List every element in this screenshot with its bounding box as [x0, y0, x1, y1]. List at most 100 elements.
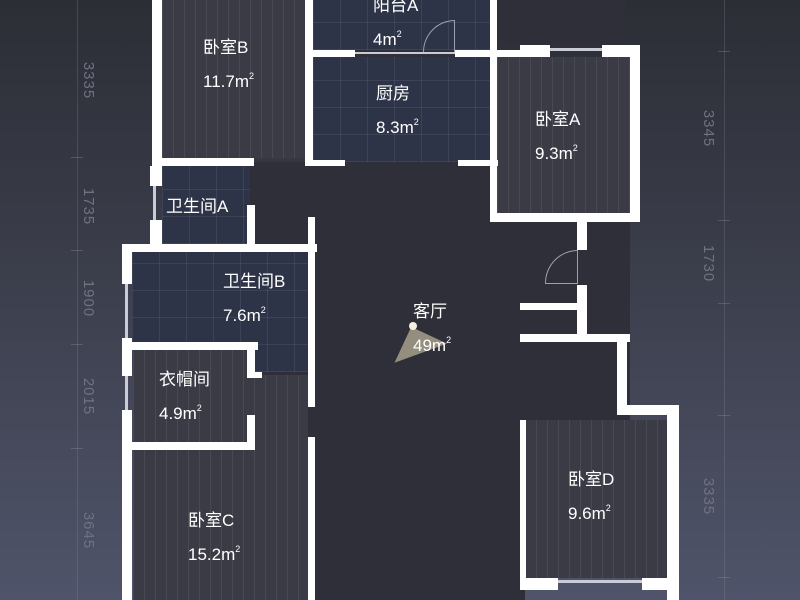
wall	[122, 244, 317, 252]
room-area: 15.2m2	[188, 544, 241, 564]
room-name: 衣帽间	[159, 370, 210, 389]
window	[550, 48, 602, 51]
wall	[617, 334, 627, 412]
room-area: 4.9m2	[159, 403, 202, 423]
room-label-bedroom-d: 卧室D 9.6m2	[568, 470, 614, 524]
wall	[152, 0, 162, 166]
wall	[455, 50, 520, 57]
room-name: 厨房	[376, 84, 410, 103]
room-name: 卧室B	[203, 38, 249, 57]
window	[125, 376, 128, 410]
dimension-label-left-5: 3645	[80, 511, 98, 550]
wall	[490, 0, 497, 57]
dimension-label-right-3: 3335	[700, 477, 718, 516]
window	[125, 284, 128, 338]
living-room-floor-east	[520, 215, 630, 420]
wall	[305, 50, 355, 57]
bedroom-b-floor[interactable]	[162, 0, 305, 158]
kitchen-floor[interactable]	[313, 57, 491, 162]
wall	[150, 166, 162, 186]
room-area: 7.6m2	[223, 305, 266, 325]
room-label-bathroom-b: 卫生间B 7.6m2	[223, 272, 285, 326]
wall	[458, 160, 498, 166]
dimension-label-right-1: 3345	[700, 109, 718, 148]
room-label-bedroom-a: 卧室A 9.3m2	[535, 110, 580, 164]
room-name: 客厅	[413, 302, 447, 321]
wall	[520, 303, 587, 310]
left-dimension-line	[77, 0, 78, 600]
bedroom-a-floor[interactable]	[497, 57, 630, 213]
dimension-label-left-4: 2015	[80, 377, 98, 416]
wall	[122, 410, 132, 600]
wall	[308, 437, 315, 600]
right-dimension-line	[724, 0, 725, 600]
dimension-tick	[71, 250, 83, 251]
room-label-living-room: 客厅 49m2	[413, 302, 451, 356]
corridor-floor-top	[495, 0, 625, 45]
room-name: 卫生间B	[223, 272, 286, 291]
wall	[247, 342, 255, 377]
wall	[617, 405, 679, 415]
wall	[520, 334, 630, 342]
wall	[308, 217, 315, 407]
dimension-label-left-2: 1735	[80, 187, 98, 226]
room-name: 卧室A	[535, 110, 581, 129]
room-label-kitchen: 厨房 8.3m2	[376, 84, 419, 138]
wall	[667, 405, 679, 600]
room-area: 8.3m2	[376, 117, 419, 137]
room-label-cloakroom: 衣帽间 4.9m2	[159, 370, 210, 424]
camera-dot-icon	[409, 322, 417, 330]
dimension-tick	[718, 51, 730, 52]
room-label-balcony-a: 阳台A 4m2	[373, 0, 418, 50]
bedroom-d-floor[interactable]	[525, 420, 667, 578]
wall	[122, 442, 255, 450]
wall	[247, 205, 255, 252]
room-label-bedroom-b: 卧室B 11.7m2	[203, 38, 254, 92]
dimension-tick	[718, 415, 730, 416]
room-area: 49m2	[413, 335, 452, 355]
room-label-bathroom-a: 卫生间A	[166, 197, 228, 217]
window	[558, 580, 642, 583]
wall	[520, 578, 558, 590]
wall	[642, 578, 679, 590]
dimension-label-left-3: 1900	[80, 279, 98, 318]
window	[355, 52, 455, 54]
wall	[247, 415, 255, 450]
wall	[490, 213, 640, 222]
room-area: 9.3m2	[535, 143, 578, 163]
bathroom-a-floor[interactable]	[162, 166, 250, 244]
room-name: 卧室C	[188, 511, 235, 530]
bedroom-c-floor[interactable]	[133, 375, 308, 600]
dimension-label-left-1: 3335	[80, 61, 98, 100]
dimension-label-right-2: 1730	[700, 244, 718, 283]
wall	[305, 0, 313, 166]
wall	[520, 420, 526, 470]
wall	[247, 372, 262, 378]
room-area: 4m2	[373, 29, 402, 49]
wall	[122, 342, 258, 350]
room-label-bedroom-c: 卧室C 15.2m2	[188, 511, 240, 565]
room-name: 卫生间A	[166, 197, 229, 216]
wall	[577, 285, 587, 335]
wall	[630, 45, 640, 222]
room-name: 阳台A	[373, 0, 419, 15]
wall	[520, 45, 550, 57]
dimension-tick	[718, 220, 730, 221]
dimension-tick	[71, 344, 83, 345]
wall	[122, 244, 132, 284]
dimension-tick	[71, 157, 83, 158]
dimension-tick	[71, 448, 83, 449]
wall	[490, 57, 497, 222]
dimension-tick	[718, 577, 730, 578]
wall	[122, 338, 132, 376]
wall	[520, 470, 526, 580]
room-area: 11.7m2	[203, 71, 255, 91]
wall	[305, 160, 345, 166]
room-name: 卧室D	[568, 470, 615, 489]
room-area: 9.6m2	[568, 503, 611, 523]
dimension-tick	[718, 303, 730, 304]
window	[153, 186, 156, 220]
balcony-a-floor[interactable]	[313, 0, 491, 50]
wall	[152, 158, 254, 166]
wall	[577, 222, 587, 250]
